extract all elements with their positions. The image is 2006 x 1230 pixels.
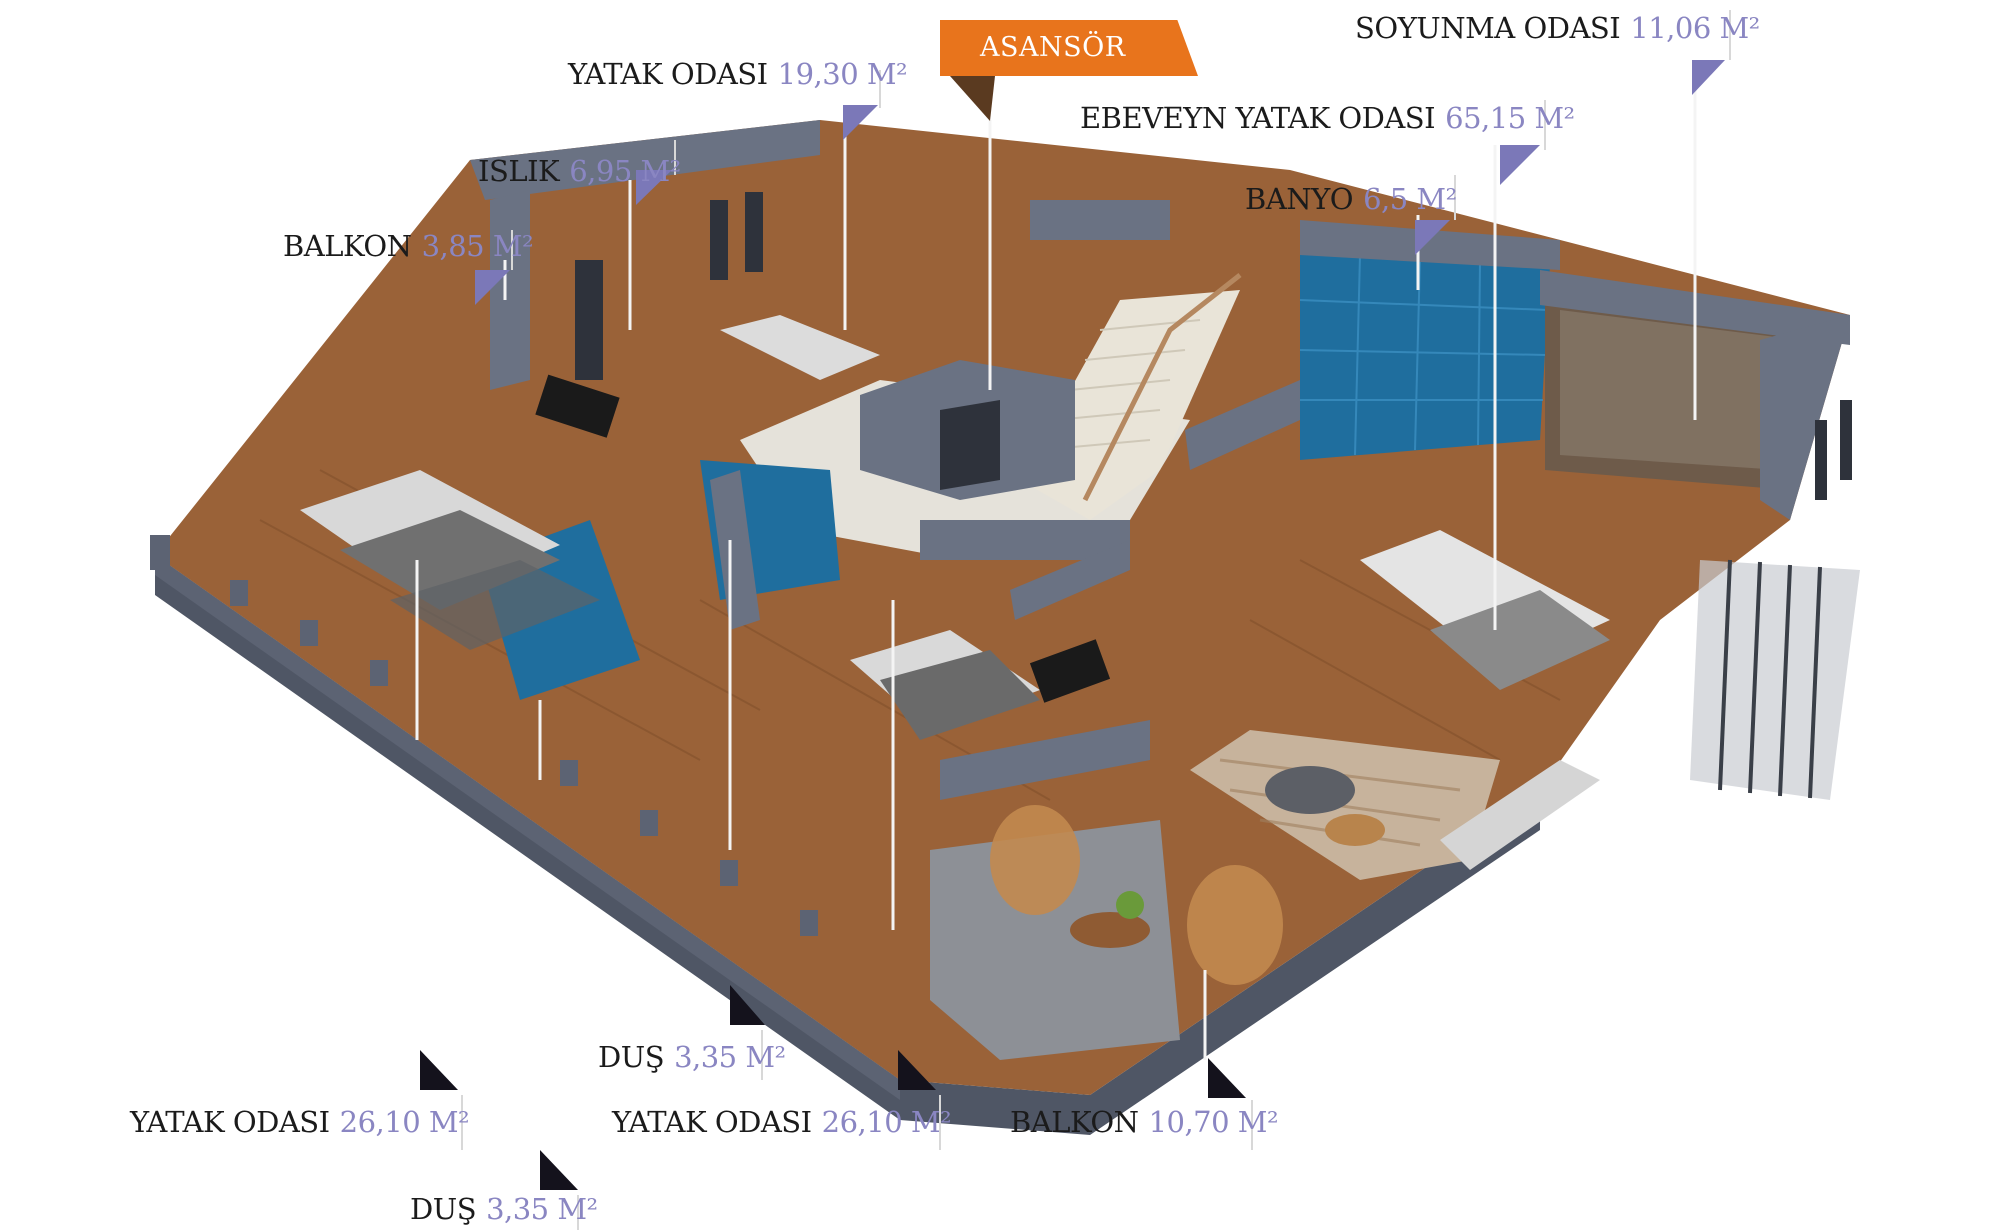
building-model [150, 120, 1860, 1135]
label-islik: ISLIK 6,95 M² [478, 157, 681, 186]
marker-dus-bottom [540, 1150, 578, 1190]
label-area: 3,35 M² [486, 1192, 598, 1226]
label-dus-mid: DUŞ 3,35 M² [598, 1043, 786, 1072]
marker-soyunma [1692, 60, 1725, 95]
marker-banyo [1415, 220, 1450, 255]
asansor-tag: ASANSÖR [940, 20, 1198, 76]
label-ebeveyn-yatak-odasi: EBEVEYN YATAK ODASI 65,15 M² [1080, 104, 1575, 133]
label-name: DUŞ [598, 1040, 665, 1074]
marker-dus-mid [730, 985, 765, 1025]
label-yatak-odasi-top: YATAK ODASI 19,30 M² [568, 57, 908, 91]
label-area: 3,85 M² [421, 229, 534, 263]
marker-yatak-odasi-left [420, 1050, 458, 1090]
asansor-label: ASANSÖR [980, 32, 1126, 63]
marker-yatak-odasi-center [898, 1050, 936, 1090]
label-area: 3,35 M² [674, 1040, 786, 1074]
label-name: BANYO [1245, 182, 1354, 216]
leader-lines [415, 60, 1697, 1060]
marker-ebeveyn [1500, 145, 1540, 185]
marker-balkon-large [1208, 1058, 1246, 1098]
label-balkon-large: BALKON 10,70 M² [1010, 1105, 1279, 1139]
label-dus-bottom: DUŞ 3,35 M² [410, 1195, 598, 1224]
label-soyunma-odasi: SOYUNMA ODASI 11,06 M² [1355, 14, 1760, 43]
label-name: ISLIK [478, 154, 560, 188]
label-area: 19,30 M² [777, 57, 908, 91]
label-yatak-odasi-center: YATAK ODASI 26,10 M² [612, 1105, 952, 1139]
label-name: BALKON [283, 229, 412, 263]
label-area: 11,06 M² [1630, 11, 1760, 45]
label-name: EBEVEYN YATAK ODASI [1080, 101, 1436, 135]
label-area: 26,10 M² [821, 1105, 952, 1139]
label-name: DUŞ [410, 1192, 477, 1226]
label-banyo: BANYO 6,5 M² [1245, 185, 1457, 214]
label-area: 10,70 M² [1148, 1105, 1279, 1139]
label-balkon-small: BALKON 3,85 M² [283, 229, 534, 263]
marker-islik [636, 170, 672, 205]
label-yatak-odasi-left: YATAK ODASI 26,10 M² [130, 1105, 470, 1139]
label-area: 65,15 M² [1445, 101, 1575, 135]
label-area: 6,5 M² [1363, 182, 1457, 216]
label-markers-bottom [420, 985, 1246, 1190]
label-name: BALKON [1010, 1105, 1139, 1139]
marker-balkon-small [475, 270, 510, 305]
label-name: YATAK ODASI [130, 1105, 330, 1139]
label-markers-top [475, 60, 1725, 305]
asansor-tag-fold [950, 76, 995, 121]
label-name: YATAK ODASI [612, 1105, 812, 1139]
label-name: SOYUNMA ODASI [1355, 11, 1621, 45]
label-area: 26,10 M² [339, 1105, 470, 1139]
label-area: 6,95 M² [569, 154, 681, 188]
marker-yatak-odasi-top [843, 105, 878, 140]
label-name: YATAK ODASI [568, 57, 768, 91]
